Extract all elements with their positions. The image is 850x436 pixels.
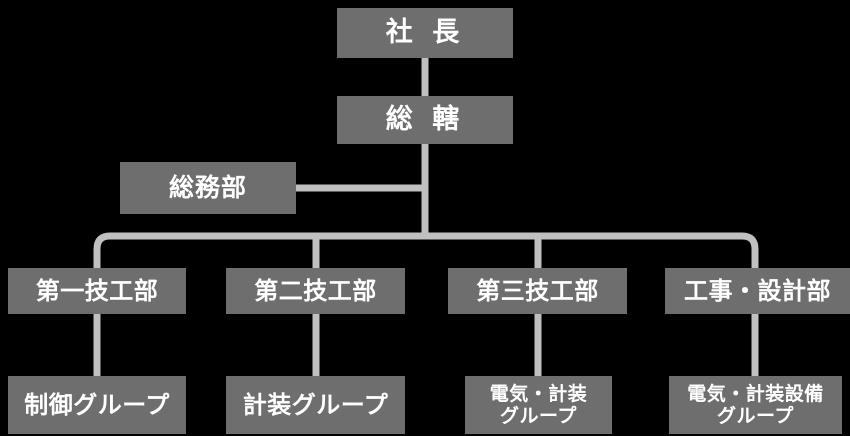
node-div2[interactable]: 第二技工部	[226, 268, 405, 314]
node-group3[interactable]: 電気・計装 グループ	[465, 376, 612, 434]
edge-bus-right	[425, 232, 759, 268]
node-div4-label: 工事・設計部	[684, 276, 831, 305]
node-general-affairs-label: 総務部	[168, 173, 247, 203]
node-group2-label: 計装グループ	[242, 390, 389, 419]
node-general-control-label: 総 轄	[385, 104, 465, 136]
node-president-label: 社 長	[385, 17, 465, 49]
node-div4[interactable]: 工事・設計部	[665, 268, 850, 314]
node-general-control[interactable]: 総 轄	[337, 96, 513, 144]
node-group4[interactable]: 電気・計装設備 グループ	[669, 376, 842, 434]
node-div1[interactable]: 第一技工部	[8, 268, 186, 314]
node-group1-label: 制御グループ	[24, 390, 170, 419]
node-group1[interactable]: 制御グループ	[8, 376, 186, 434]
node-div3-label: 第三技工部	[476, 276, 599, 305]
node-group4-label: 電気・計装設備 グループ	[687, 382, 824, 427]
node-president[interactable]: 社 長	[337, 8, 513, 58]
node-general-affairs[interactable]: 総務部	[120, 162, 296, 214]
edge-bus-left	[93, 232, 425, 268]
node-div3[interactable]: 第三技工部	[448, 268, 627, 314]
node-div2-label: 第二技工部	[254, 276, 377, 305]
node-group2[interactable]: 計装グループ	[226, 376, 405, 434]
node-group3-label: 電気・計装 グループ	[489, 382, 588, 427]
node-div1-label: 第一技工部	[35, 276, 159, 305]
